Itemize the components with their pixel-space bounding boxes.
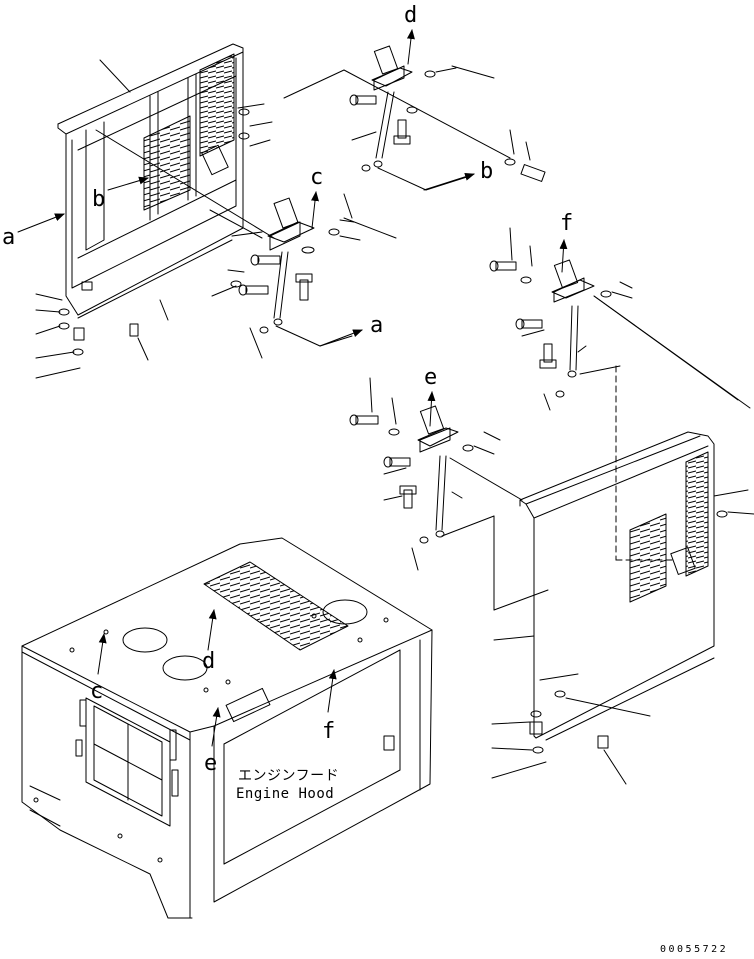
callout-label-f-top: f	[560, 211, 573, 236]
callout-arrow-c-bottom	[98, 633, 107, 674]
callout-arrow-a-right	[320, 329, 363, 346]
left-side-door-panel	[58, 44, 243, 318]
callout-label-a-left: a	[2, 225, 15, 250]
hinge-assembly-d	[238, 46, 545, 238]
callout-labels: a b c d b a f e c d e f	[2, 3, 573, 776]
callout-arrow-a-left	[18, 214, 65, 232]
callout-arrow-b-right	[424, 172, 475, 190]
callout-label-e-bottom: e	[204, 751, 217, 776]
callout-arrow-d-top	[406, 29, 415, 64]
callout-arrow-e-bottom	[212, 707, 221, 746]
callout-arrow-d-bottom	[208, 609, 217, 650]
hinge-assembly-c	[212, 198, 360, 333]
callout-label-c-bottom: c	[90, 679, 103, 704]
callout-label-f-bottom: f	[322, 719, 335, 744]
right-side-door-panel	[520, 366, 714, 740]
callout-arrows	[18, 29, 568, 746]
callout-arrow-b-left	[108, 176, 149, 190]
engine-hood-label-jp: エンジンフード	[238, 768, 339, 784]
callout-arrow-f-bottom	[328, 669, 337, 712]
left-panel-leader-lines	[96, 130, 352, 358]
drawing-number: 00055722	[660, 944, 728, 955]
callout-label-e-top: e	[424, 365, 437, 390]
callout-arrow-e-top	[427, 391, 436, 426]
hinge-assembly-f	[490, 228, 750, 410]
right-door-hardware	[492, 490, 754, 784]
engine-hood-label-en: Engine Hood	[236, 786, 334, 802]
hinge-assembly-e	[350, 378, 548, 610]
callout-label-d-top: d	[404, 3, 417, 28]
callout-label-b-right: b	[480, 159, 493, 184]
callout-label-a-right: a	[370, 313, 383, 338]
callout-label-c-top: c	[310, 165, 323, 190]
left-door-hardware	[36, 60, 168, 378]
callout-arrow-f-top	[559, 239, 568, 272]
callout-label-d-bottom: d	[202, 649, 215, 674]
engine-hood	[22, 538, 432, 918]
callout-label-b-left: b	[92, 187, 105, 212]
callout-arrow-c-top	[311, 191, 319, 228]
